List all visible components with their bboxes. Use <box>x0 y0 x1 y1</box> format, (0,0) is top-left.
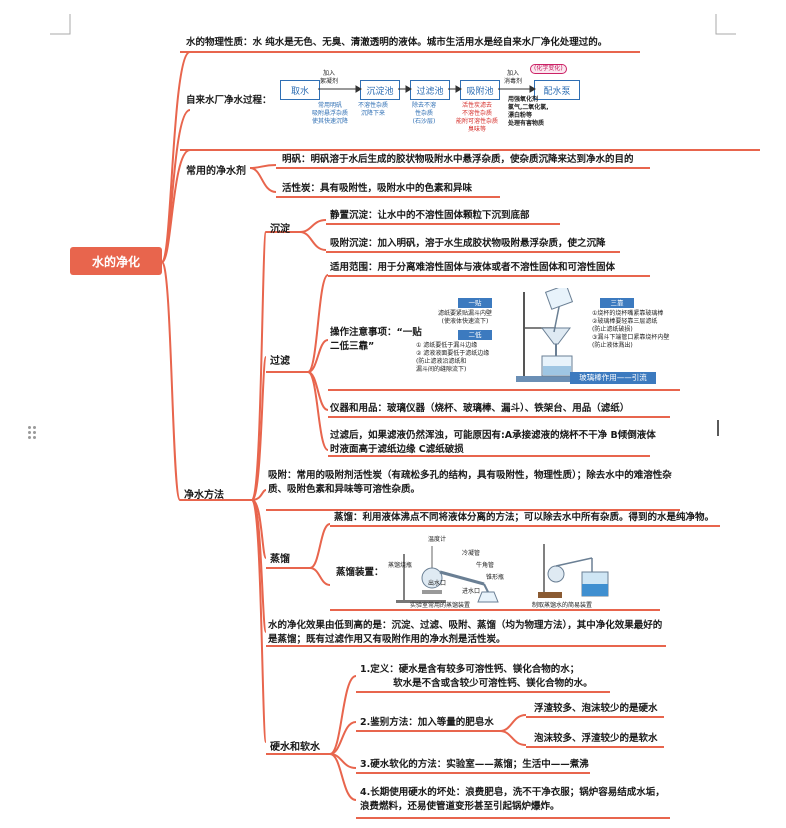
distill-def-text: 蒸馏：利用液体沸点不同将液体分离的方法；可以除去水中所有杂质。得到的水是纯净物。 <box>334 512 715 523</box>
note-oxidant: 用强氧化剂 氯气,二氧化氯, 漂白粉等 处理有害物质 <box>508 96 549 127</box>
filter-label[interactable]: 过滤 <box>270 356 290 367</box>
simple-distill-image: 制取蒸馏水的简易装置 <box>532 534 616 610</box>
static-sediment-text: 静置沉淀：让水中的不溶性固体颗粒下沉到底部 <box>330 210 530 221</box>
step-filter-tank: 过滤池 <box>410 80 450 100</box>
lab-distill-image: 温度计 冷凝管 牛角管 锥形瓶 蒸馏烧瓶 出水口 进水口 实验室常用的蒸馏装置 <box>388 534 514 610</box>
filter-illustration: 一贴 滤纸要紧贴漏斗内壁 (使液体快速流下) 二低 ① 滤纸要低于漏斗边缘 ② … <box>412 286 669 390</box>
note-carbon: 活性炭滤去 不溶性杂质 能附可溶性杂质 臭味等 <box>456 102 499 133</box>
chemical-change-tag: (化学变化) <box>530 64 567 74</box>
distill-device-label: 蒸馏装置： <box>336 567 384 578</box>
soften-text: 3.硬水软化的方法：实验室——蒸馏；生活中——煮沸 <box>360 759 589 770</box>
step-adsorb-tank: 吸附池 <box>460 80 500 100</box>
flocculant-note: 加入 絮凝剂 <box>320 70 339 85</box>
sediment-label[interactable]: 沉淀 <box>270 224 290 235</box>
label-thermometer: 温度计 <box>428 536 447 543</box>
hard-harm-text: 4.长期使用硬水的坏处：浪费肥皂，洗不干净衣服；锅炉容易结成水垢，浪费燃料，还易… <box>360 787 665 812</box>
label-outlet: 出水口 <box>428 580 447 587</box>
note-alum: 常用明矾 吸附悬浮杂质 使其快速沉降 <box>312 102 349 125</box>
label-distill-flask: 蒸馏烧瓶 <box>388 562 413 569</box>
adsorb-sediment-text: 吸附沉淀：加入明矾，溶于水生成胶状物吸附悬浮杂质，使之沉降 <box>330 238 606 249</box>
physical-property-text: 水的物理性质：水 纯水是无色、无臭、清澈透明的液体。城市生活用水是经自来水厂净化… <box>186 37 608 48</box>
filter-tools-text: 仪器和用品：玻璃仪器（烧杯、玻璃棒、漏斗）、铁架台、用品（滤纸） <box>330 403 630 414</box>
filter-scope-text: 适用范围：用于分离难溶性固体与液体或者不溶性固体和可溶性固体 <box>330 262 616 273</box>
three-lean-header: 三靠 <box>600 298 634 308</box>
hard-result-text: 浮渣较多、泡沫较少的是硬水 <box>534 703 658 714</box>
three-lean-text: ①烧杯的烧杯嘴紧靠玻璃棒 ②玻璃棒要轻靠三层滤纸 (防止滤纸破损) ③漏斗下端管… <box>592 310 670 349</box>
step-intake: 取水 <box>280 80 320 100</box>
carbon-text: 活性炭：具有吸附性，吸附水中的色素和异味 <box>282 183 473 194</box>
note-sand: 除去不溶 性杂质 (石沙层) <box>412 102 437 125</box>
purification-order-text: 水的净化效果由低到高的是：沉淀、过滤、吸附、蒸馏（均为物理方法），其中净化效果最… <box>268 620 663 645</box>
one-stick-header: 一贴 <box>458 298 492 308</box>
root-node[interactable]: 水的净化 <box>70 247 162 275</box>
alum-text: 明矾：明矾溶于水后生成的胶状物吸附水中悬浮杂质，使杂质沉降来达到净水的目的 <box>282 154 634 165</box>
glass-rod-role: 玻璃棒作用——引流 <box>570 372 656 384</box>
methods-label[interactable]: 净水方法 <box>184 490 224 501</box>
soft-result-text: 泡沫较多、浮渣较少的是软水 <box>534 733 658 744</box>
note-sink: 不溶性杂质 沉降下来 <box>358 102 389 117</box>
label-condenser: 冷凝管 <box>462 550 481 557</box>
adsorption-text: 吸附：常用的吸附剂活性炭（有疏松多孔的结构，具有吸附性，物理性质）；除去水中的难… <box>268 470 672 495</box>
distill-label[interactable]: 蒸馏 <box>270 554 290 565</box>
hard-def-text: 1.定义：硬水是含有较多可溶性钙、镁化合物的水； 软水是不含或含较少可溶性钙、镁… <box>360 664 593 689</box>
lab-caption: 实验室常用的蒸馏装置 <box>410 602 471 609</box>
filter-turbid-text: 过滤后，如果滤液仍然浑浊，可能原因有:A承接滤液的烧杯不干净 B倾倒液体时液面高… <box>330 430 656 455</box>
one-stick-text: 滤纸要紧贴漏斗内壁 (使液体快速流下) <box>438 310 493 325</box>
agents-label[interactable]: 常用的净水剂 <box>186 166 246 177</box>
disinfectant-note: 加入 消毒剂 <box>504 70 523 85</box>
filter-apparatus-image <box>516 288 586 382</box>
two-low-text: ① 滤纸要低于漏斗边缘 ② 滤液液面要低于滤纸边缘 (防止滤液沿滤纸和 漏斗间的… <box>416 342 490 373</box>
step-pump: 配水泵 <box>534 80 580 100</box>
label-inlet: 进水口 <box>462 588 481 595</box>
hard-water-label[interactable]: 硬水和软水 <box>270 742 320 753</box>
simple-caption: 制取蒸馏水的简易装置 <box>532 602 593 609</box>
two-low-header: 二低 <box>458 330 492 340</box>
filter-notes-label: 操作注意事项：“一贴 二低三靠” <box>330 327 422 352</box>
label-flask: 锥形瓶 <box>486 574 505 581</box>
plant-label: 自来水厂净水过程： <box>186 95 272 106</box>
label-adapter: 牛角管 <box>476 562 495 569</box>
hard-id-text: 2.鉴别方法：加入等量的肥皂水 <box>360 717 494 728</box>
step-sediment-tank: 沉淀池 <box>360 80 400 100</box>
drag-handle[interactable] <box>28 426 38 440</box>
